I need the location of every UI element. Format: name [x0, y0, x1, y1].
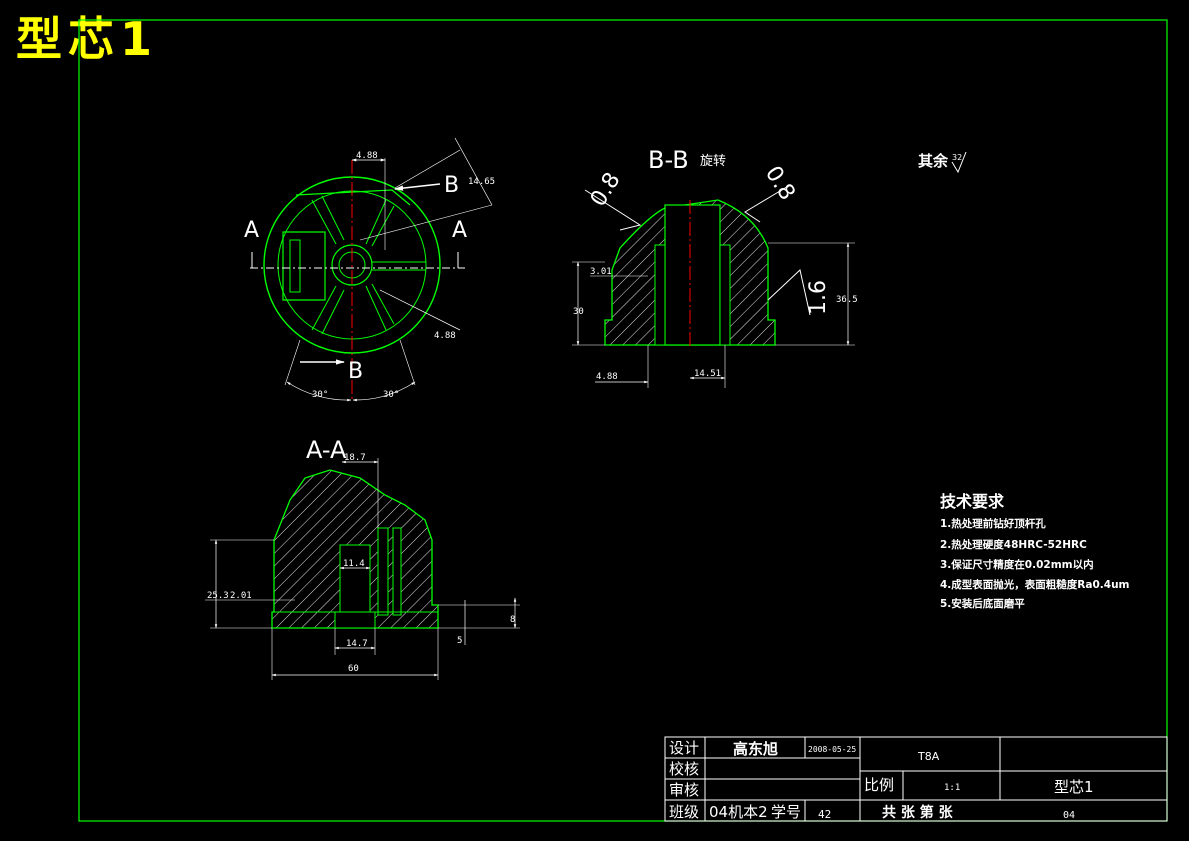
top-view: A A B B 4.88 14.65 4.88 30° 30°: [244, 137, 495, 402]
dim-top-30b: 30°: [383, 390, 399, 400]
tb-scale: 1:1: [944, 783, 960, 793]
dim-aa-5: 5: [457, 636, 462, 646]
tb-scale-label: 比例: [864, 776, 894, 794]
tb-drawing-no: 04: [1063, 810, 1075, 821]
drawing-title: 型芯1: [16, 12, 159, 66]
dim-top-488b: 4.88: [434, 331, 456, 341]
roughness-note: 其余 32: [918, 151, 967, 174]
tech-item-3: 3.保证尺寸精度在0.02mm以内: [940, 558, 1094, 571]
dim-aa-187: 18.7: [344, 453, 366, 463]
bb-title-suffix: 旋转: [700, 154, 726, 169]
tb-class-label: 班级: [669, 803, 699, 821]
tech-item-2: 2.热处理硬度48HRC-52HRC: [940, 538, 1087, 551]
dim-aa-201: 2.01: [230, 591, 252, 601]
tech-item-4: 4.成型表面抛光，表面粗糙度Ra0.4um: [940, 578, 1130, 591]
section-aa-view: A-A 18.7 11.4 25.3 2.01 14.7 60 5 8: [205, 436, 520, 680]
dim-aa-114: 11.4: [343, 559, 365, 569]
drawing-frame: [78, 19, 1168, 822]
dim-top-488: 4.88: [356, 151, 378, 161]
dim-bb-365: 36.5: [836, 295, 858, 305]
tb-student-no: 42: [818, 808, 831, 821]
tb-date: 2008-05-25: [808, 745, 856, 754]
top-section-a-right: A: [452, 218, 467, 243]
roughness-note-label: 其余: [918, 152, 949, 170]
dim-bb-1451: 14.51: [694, 369, 721, 379]
dim-bb-30: 30: [573, 307, 584, 317]
dim-aa-60: 60: [348, 664, 359, 674]
top-section-a-left: A: [244, 218, 259, 243]
roughness-symbol-icon: [951, 151, 967, 174]
section-bb-view: B-B 旋转 0.8 0.8 1.6 3.01 30 36.5 4.88 14.…: [572, 146, 858, 388]
tb-class-value: 04机本2: [709, 803, 768, 821]
tb-sheets: 共 张 第 张: [882, 804, 954, 821]
tb-check-label: 校核: [669, 760, 699, 778]
tb-designer: 高东旭: [733, 740, 778, 758]
dim-bb-301: 3.01: [590, 267, 612, 277]
tb-part-name: 型芯1: [1054, 778, 1094, 796]
title-block-text: 设计 高东旭 2008-05-25 校核 审核 班级 04机本2 学号 42 T…: [669, 739, 1094, 821]
aa-title: A-A: [306, 436, 347, 464]
bb-rough-left: 0.8: [586, 168, 626, 211]
tb-student-no-label: 学号: [771, 803, 801, 821]
bb-rough-side: 1.6: [806, 280, 831, 315]
tech-title: 技术要求: [940, 492, 1005, 511]
top-section-b-bottom: B: [348, 359, 363, 384]
title-block: [664, 736, 1168, 822]
dim-aa-8: 8: [510, 615, 515, 625]
dim-top-30a: 30°: [312, 390, 328, 400]
tech-item-1: 1.热处理前钻好顶杆孔: [940, 517, 1046, 530]
tb-review-label: 审核: [669, 781, 699, 799]
tech-item-5: 5.安装后底面磨平: [940, 597, 1025, 610]
tech-requirements: 技术要求 1.热处理前钻好顶杆孔 2.热处理硬度48HRC-52HRC 3.保证…: [940, 492, 1130, 610]
dim-top-1465: 14.65: [468, 177, 495, 187]
tb-design-label: 设计: [669, 739, 699, 757]
dim-aa-147: 14.7: [346, 639, 368, 649]
dim-bb-488: 4.88: [596, 372, 618, 382]
bb-rough-right: 0.8: [760, 162, 800, 205]
top-section-b-top: B: [444, 173, 459, 198]
roughness-note-value: 32: [952, 153, 962, 162]
tb-material: T8A: [917, 750, 940, 763]
bb-title: B-B: [648, 146, 689, 174]
dim-aa-253: 25.3: [207, 591, 229, 601]
